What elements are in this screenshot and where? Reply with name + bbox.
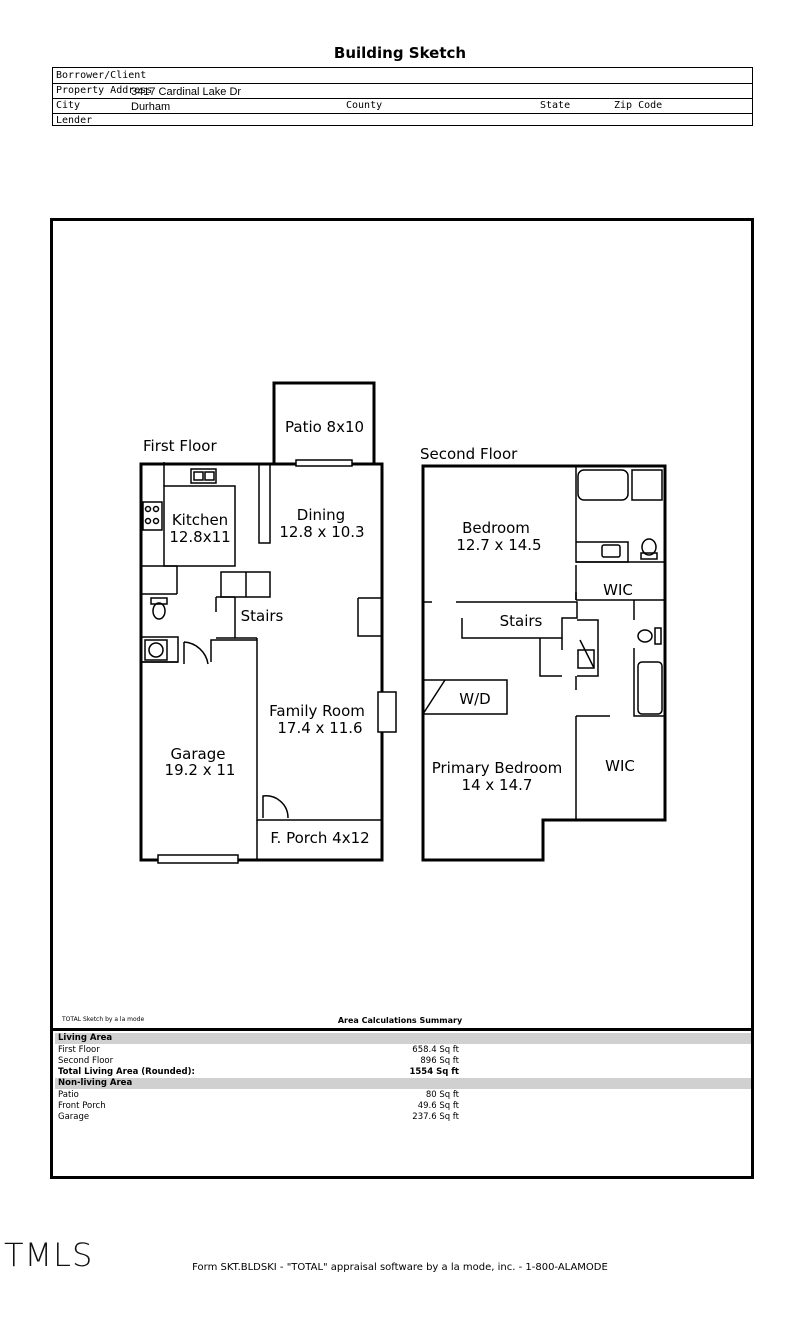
room-stairs-second: Stairs: [500, 612, 543, 630]
state-label: State: [540, 100, 571, 111]
county-label: County: [346, 100, 383, 111]
room-primary-bedroom-dim: 14 x 14.7: [462, 776, 533, 794]
room-garage-dim: 19.2 x 11: [165, 761, 236, 779]
tmls-logo: TMLS: [4, 1236, 94, 1274]
room-bedroom: Bedroom: [462, 519, 530, 537]
sketch-credit: TOTAL Sketch by a la mode: [62, 1016, 145, 1023]
page-title: Building Sketch: [333, 44, 467, 62]
first-floor-area-value: 658.4 Sq ft: [412, 1045, 459, 1055]
patio-area-value: 80 Sq ft: [425, 1090, 459, 1100]
living-area-header: Living Area: [55, 1033, 751, 1044]
room-dining: Dining: [297, 506, 345, 524]
city-row: City Durham County State Zip Code: [53, 98, 752, 114]
summary-row-patio: Patio 80 Sq ft: [55, 1090, 751, 1101]
room-garage: Garage: [171, 745, 226, 763]
living-area-label: Living Area: [58, 1033, 113, 1043]
second-floor-outline: [421, 464, 667, 862]
porch-area-label: Front Porch: [58, 1101, 106, 1111]
room-stairs-first: Stairs: [241, 607, 284, 625]
summary-title: Area Calculations Summary: [337, 1016, 463, 1025]
property-label: Property Address: [56, 85, 153, 96]
summary-divider: [53, 1028, 752, 1031]
total-area-label: Total Living Area (Rounded):: [58, 1067, 195, 1077]
borrower-row: Borrower/Client: [53, 68, 752, 84]
porch-area-value: 49.6 Sq ft: [417, 1101, 459, 1111]
second-floor-label: Second Floor: [420, 445, 518, 463]
room-washer-dryer: W/D: [459, 690, 490, 708]
room-kitchen-dim: 12.8x11: [169, 528, 230, 546]
room-patio: Patio 8x10: [285, 418, 364, 436]
garage-area-label: Garage: [58, 1112, 90, 1122]
sketch-frame: [50, 218, 754, 1179]
property-info-box: Borrower/Client Property Address 3417 Ca…: [52, 67, 753, 126]
first-floor-area-label: First Floor: [58, 1045, 100, 1055]
property-row: Property Address 3417 Cardinal Lake Dr: [53, 83, 752, 99]
summary-row-porch: Front Porch 49.6 Sq ft: [55, 1101, 751, 1112]
lender-row: Lender: [53, 113, 752, 128]
city-label: City: [56, 100, 81, 111]
room-primary-bedroom: Primary Bedroom: [432, 759, 563, 777]
lender-label: Lender: [56, 115, 93, 126]
garage-area-value: 237.6 Sq ft: [412, 1112, 459, 1122]
total-area-value: 1554 Sq ft: [409, 1067, 459, 1077]
non-living-label: Non-living Area: [58, 1078, 133, 1088]
room-kitchen: Kitchen: [172, 511, 228, 529]
room-dining-dim: 12.8 x 10.3: [279, 523, 364, 541]
summary-row-second-floor: Second Floor 896 Sq ft: [55, 1056, 751, 1067]
second-floor-area-label: Second Floor: [58, 1056, 114, 1066]
summary-row-total: Total Living Area (Rounded): 1554 Sq ft: [55, 1067, 751, 1078]
borrower-label: Borrower/Client: [56, 70, 147, 81]
room-family-dim: 17.4 x 11.6: [277, 719, 362, 737]
room-front-porch: F. Porch 4x12: [270, 829, 369, 847]
zip-label: Zip Code: [614, 100, 663, 111]
room-bedroom-dim: 12.7 x 14.5: [456, 536, 541, 554]
summary-row-garage: Garage 237.6 Sq ft: [55, 1112, 751, 1123]
property-value: 3417 Cardinal Lake Dr: [131, 86, 242, 98]
form-footer: Form SKT.BLDSKI - "TOTAL" appraisal soft…: [192, 1262, 608, 1273]
room-wic-lower: WIC: [605, 757, 635, 775]
city-value: Durham: [131, 101, 171, 113]
room-family: Family Room: [269, 702, 365, 720]
kitchen-wall: [163, 485, 236, 567]
room-wic-upper: WIC: [603, 581, 633, 599]
non-living-header: Non-living Area: [55, 1078, 751, 1089]
summary-row-first-floor: First Floor 658.4 Sq ft: [55, 1045, 751, 1056]
second-floor-area-value: 896 Sq ft: [420, 1056, 459, 1066]
patio-area-label: Patio: [58, 1090, 79, 1100]
first-floor-label: First Floor: [143, 437, 217, 455]
